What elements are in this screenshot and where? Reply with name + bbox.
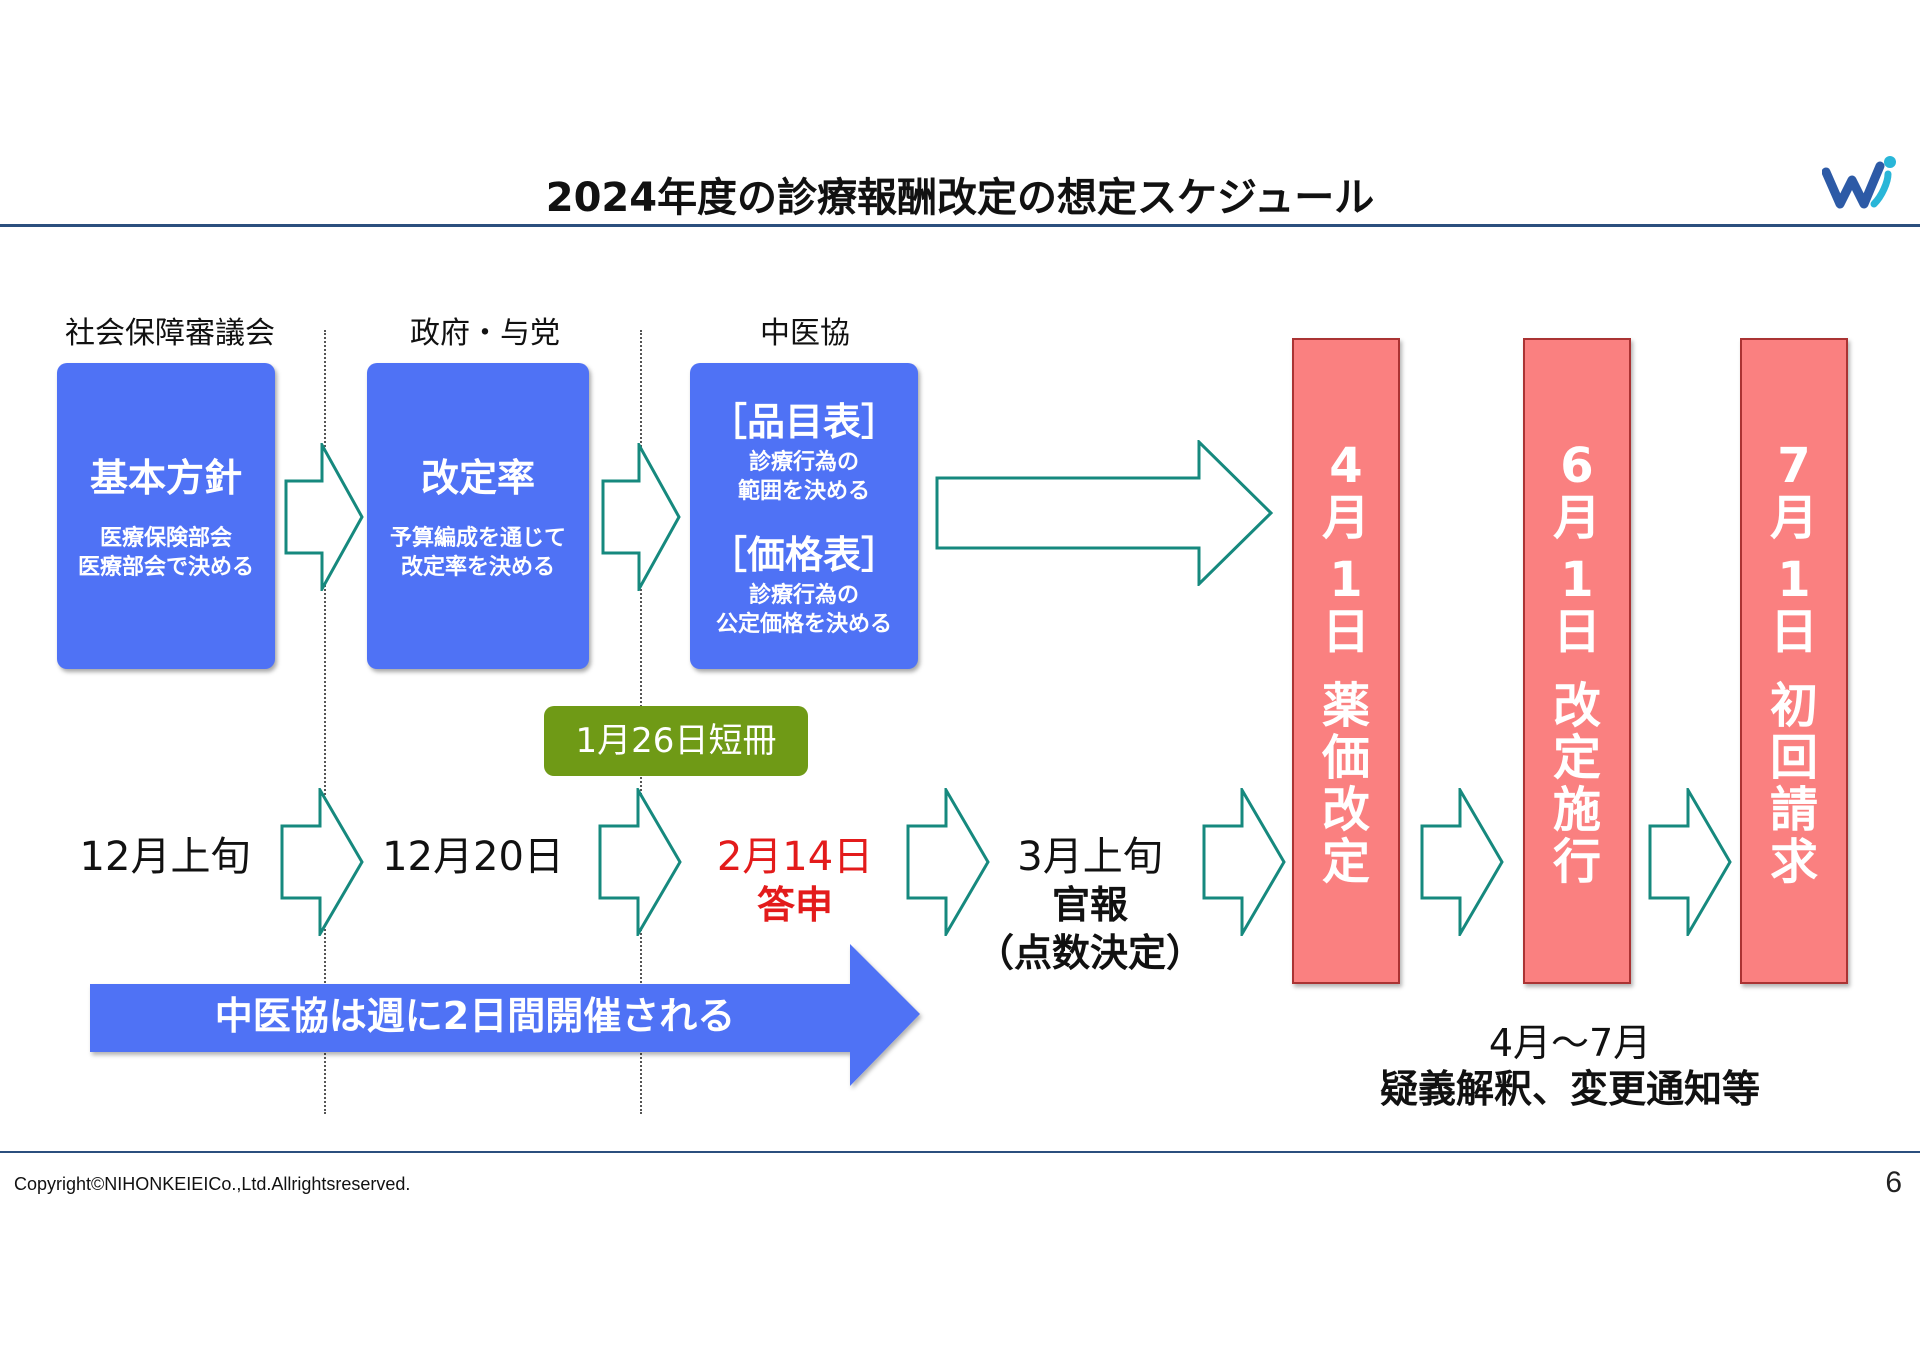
pink-box-1-label: 薬 価 改 定 [1294, 680, 1398, 888]
banner-text: 中医協は週に2日間開催される [214, 994, 736, 1038]
pink-box-2-char1: 改 [1552, 678, 1601, 734]
arrow-right-long-icon [935, 440, 1274, 586]
pink-box-1-day: 1 [1329, 552, 1363, 608]
arrow-right-icon [906, 788, 990, 936]
arrow-right-icon [598, 788, 682, 936]
pink-box-1-char4: 定 [1321, 834, 1370, 890]
pink-box-3-char3: 請 [1769, 782, 1818, 838]
label-official-gazette: 官報 [1051, 883, 1128, 927]
pink-box-2-date: 6 月 1 日 [1525, 440, 1629, 658]
pink-box-first-claim: 7 月 1 日 初 回 請 求 [1740, 338, 1848, 984]
box-revision-rate-line2: 改定率を決める [400, 555, 555, 580]
box-revision-rate-title: 改定率 [420, 456, 535, 500]
arrow-right-icon [1648, 788, 1732, 936]
box-revision-rate-line1: 予算編成を通じて [389, 526, 566, 551]
pink-box-2-char4: 行 [1552, 834, 1601, 890]
arrow-right-icon [1202, 788, 1286, 936]
box-price-table-heading: ［価格表］ [708, 533, 899, 577]
pink-box-2-char2: 定 [1552, 730, 1601, 786]
arrow-right-icon [284, 443, 364, 591]
date-early-december: 12月上旬 [79, 834, 251, 880]
header-rule [0, 224, 1920, 227]
followup-range: 4月～7月 [1488, 1021, 1652, 1065]
pink-box-2-day-unit: 日 [1552, 604, 1601, 660]
pink-box-3-char1: 初 [1769, 678, 1818, 734]
box-basic-policy-line1: 医療保険部会 [99, 526, 232, 551]
pink-box-drug-price-revision: 4 月 1 日 薬 価 改 定 [1292, 338, 1400, 984]
box-basic-policy-line2: 医療部会で決める [77, 555, 254, 580]
pink-box-1-month: 4 [1329, 438, 1363, 494]
pink-box-2-label: 改 定 施 行 [1525, 680, 1629, 888]
page-title: 2024年度の診療報酬改定の想定スケジュール [545, 175, 1375, 221]
separator-line-1 [324, 330, 326, 1114]
pink-box-1-date: 4 月 1 日 [1294, 440, 1398, 658]
pink-box-3-month-unit: 月 [1769, 490, 1818, 546]
box-revision-rate: 改定率 予算編成を通じて 改定率を決める [367, 363, 589, 669]
group-label-social-security: 社会保障審議会 [65, 316, 275, 351]
box-basic-policy: 基本方針 医療保険部会 医療部会で決める [57, 363, 275, 669]
box-item-table-line1: 診療行為の [748, 450, 859, 475]
pink-box-3-month: 7 [1777, 438, 1811, 494]
followup-description: 疑義解釈、変更通知等 [1379, 1067, 1760, 1111]
box-price-table-line2: 公定価格を決める [715, 612, 892, 637]
pink-box-2-char3: 施 [1552, 782, 1601, 838]
box-basic-policy-title: 基本方針 [89, 456, 242, 500]
pink-box-3-char4: 求 [1769, 834, 1818, 890]
date-december-20: 12月20日 [382, 834, 564, 880]
label-report: 答申 [756, 883, 833, 927]
arrow-right-icon [601, 443, 681, 591]
pink-box-1-char3: 改 [1321, 782, 1370, 838]
pink-box-3-label: 初 回 請 求 [1742, 680, 1846, 888]
pink-box-1-char2: 価 [1321, 730, 1370, 786]
label-points-decision: （点数決定） [975, 931, 1204, 975]
pink-box-2-day: 1 [1560, 552, 1594, 608]
footer-rule [0, 1151, 1920, 1153]
pink-box-3-day: 1 [1777, 552, 1811, 608]
box-item-table-heading: ［品目表］ [708, 400, 899, 444]
company-logo [1822, 156, 1896, 209]
box-price-table-line1: 診療行為の [748, 583, 859, 608]
box-item-price-tables: ［品目表］ 診療行為の 範囲を決める ［価格表］ 診療行為の 公定価格を決める [690, 363, 918, 669]
page-number: 6 [1885, 1166, 1902, 1199]
pink-box-3-date: 7 月 1 日 [1742, 440, 1846, 658]
arrow-right-icon [1420, 788, 1504, 936]
copyright-text: Copyright©NIHONKEIEICo.,Ltd.Allrightsres… [14, 1174, 411, 1194]
pink-box-1-char1: 薬 [1321, 678, 1370, 734]
pink-box-revision-enforcement: 6 月 1 日 改 定 施 行 [1523, 338, 1631, 984]
box-item-table-line2: 範囲を決める [737, 479, 870, 504]
short-list-badge: 1月26日短冊 [544, 706, 808, 776]
pink-box-3-char2: 回 [1769, 730, 1818, 786]
pink-box-2-month-unit: 月 [1552, 490, 1601, 546]
pink-box-2-month: 6 [1560, 438, 1594, 494]
date-early-march: 3月上旬 [1017, 834, 1163, 880]
pink-box-1-month-unit: 月 [1321, 490, 1370, 546]
pink-box-1-day-unit: 日 [1321, 604, 1370, 660]
banner-arrow-icon [90, 944, 920, 1086]
date-february-14: 2月14日 [716, 834, 874, 880]
group-label-government: 政府・与党 [410, 316, 560, 351]
pink-box-3-day-unit: 日 [1769, 604, 1818, 660]
arrow-right-icon [280, 788, 364, 936]
group-label-chuikyo: 中医協 [760, 316, 850, 351]
